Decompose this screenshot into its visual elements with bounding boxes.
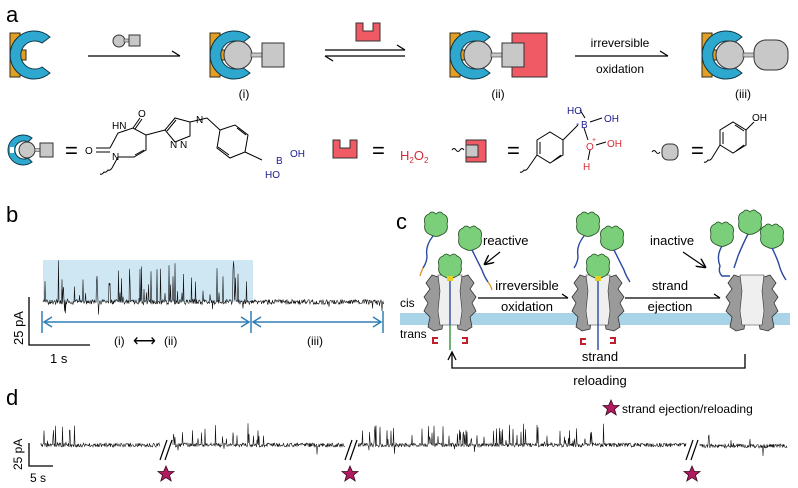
scale-y-label-d: 25 pA [11, 439, 25, 470]
phenol-structure [703, 121, 755, 163]
legend-boronate-adduct-icon [451, 139, 487, 163]
scale-bar-b [28, 297, 90, 346]
reloading-arrow [451, 353, 746, 369]
panel-label-d: d [6, 385, 18, 410]
host-receptor-icon [9, 30, 51, 80]
legend-star-icon [602, 399, 620, 416]
inactive-pointer-arrow [682, 251, 705, 267]
legend-host-guest-icon [7, 134, 54, 166]
h2o2-formula: H2O2 [400, 148, 429, 165]
protein-icon [576, 211, 624, 279]
legend-oxidant-icon [332, 139, 358, 159]
current-trace-segment [172, 423, 346, 455]
svg-text:N: N [180, 140, 187, 151]
current-trace-segment [42, 260, 385, 315]
scale-x-label-d: 5 s [30, 471, 46, 485]
species-label-ii: (ii) [491, 87, 504, 101]
star-icon [341, 465, 359, 482]
svg-text:+: + [592, 137, 596, 144]
protein-icon [424, 211, 482, 279]
svg-text:HO: HO [265, 170, 280, 181]
current-trace-segment [357, 423, 687, 454]
region-arrow-left [41, 311, 252, 333]
current-trace-d [40, 423, 788, 457]
legend-phenol-icon [651, 143, 679, 161]
current-trace-b [42, 260, 385, 315]
dna-strand [717, 233, 787, 281]
svg-text:O: O [85, 146, 93, 157]
complex-i-icon [209, 30, 285, 80]
scale-x-label-b: 1 s [50, 351, 68, 366]
equals-sign: = [507, 138, 520, 163]
region-exchange-arrow: ⟷ [133, 333, 156, 350]
svg-text:OH: OH [607, 139, 622, 150]
axis-break-icon [159, 439, 699, 461]
oxidant-icon [355, 22, 381, 42]
legend-strand-ejection-reloading: strand ejection/reloading [622, 402, 753, 416]
scale-y-label-b: 25 pA [11, 311, 26, 345]
region-arrow-right [251, 311, 384, 333]
step3-label-bottom: reloading [573, 373, 627, 388]
svg-text:N: N [196, 115, 203, 126]
dna-strand [573, 235, 631, 350]
svg-text:H: H [583, 162, 590, 173]
svg-text:N: N [112, 152, 119, 163]
species-label-i: (i) [239, 87, 250, 101]
species-label-iii: (iii) [735, 87, 751, 101]
svg-text:-: - [576, 119, 579, 130]
dna-strand [419, 235, 493, 350]
arrow-label-oxidation: oxidation [596, 62, 644, 76]
complex-ii-icon [449, 30, 548, 80]
svg-text:OH: OH [290, 149, 305, 160]
svg-text:O: O [138, 109, 146, 120]
svg-text:N: N [170, 140, 177, 151]
panel-label-b: b [6, 202, 18, 227]
current-trace-segment [699, 434, 788, 457]
label-cis: cis [400, 296, 415, 310]
step1-label-top: irreversible [495, 278, 559, 293]
svg-text:B: B [276, 156, 283, 167]
step1-label-bottom: oxidation [501, 299, 553, 314]
svg-text:O: O [586, 142, 594, 153]
star-icon [683, 465, 701, 482]
label-reactive: reactive [483, 233, 529, 248]
phenol-oh-atom: OH [752, 113, 767, 124]
svg-text:HO: HO [567, 106, 582, 117]
equals-sign: = [372, 138, 385, 163]
protein-icon [710, 209, 784, 249]
step2-label-bottom: ejection [648, 299, 693, 314]
boronate-adduct-atoms: HO - B OH O + OH H [567, 106, 622, 173]
equals-sign: = [691, 138, 704, 163]
complex-iii-icon [701, 30, 789, 80]
svg-text:OH: OH [604, 114, 619, 125]
panel-label-a: a [6, 2, 19, 27]
guest-molecule-icon [112, 34, 141, 48]
svg-text:B: B [581, 120, 588, 131]
label-inactive: inactive [650, 233, 694, 248]
nanopore-empty [725, 274, 779, 332]
boronic-acid-atoms: HN O O N N N N B OH HO [85, 109, 305, 181]
boronic-acid-nucleotide-structure [96, 117, 263, 175]
step2-label-top: strand [652, 278, 688, 293]
current-trace-segment [40, 425, 161, 448]
panel-label-c: c [396, 209, 407, 234]
trans-receptor-icon [432, 337, 468, 344]
label-trans: trans [400, 327, 427, 341]
scale-bar-d [28, 443, 53, 467]
svg-text:HN: HN [112, 121, 126, 132]
region-label-iii: (iii) [307, 334, 323, 348]
region-label-i: (i) [114, 334, 125, 348]
equals-sign: = [65, 138, 78, 163]
step3-label-top: strand [582, 349, 618, 364]
reactive-pointer-arrow [485, 251, 501, 264]
arrow-label-irreversible: irreversible [591, 36, 650, 50]
region-label-ii: (ii) [164, 334, 177, 348]
boronate-adduct-structure [519, 109, 607, 173]
star-icon [157, 465, 175, 482]
trans-receptor-icon [580, 337, 616, 345]
